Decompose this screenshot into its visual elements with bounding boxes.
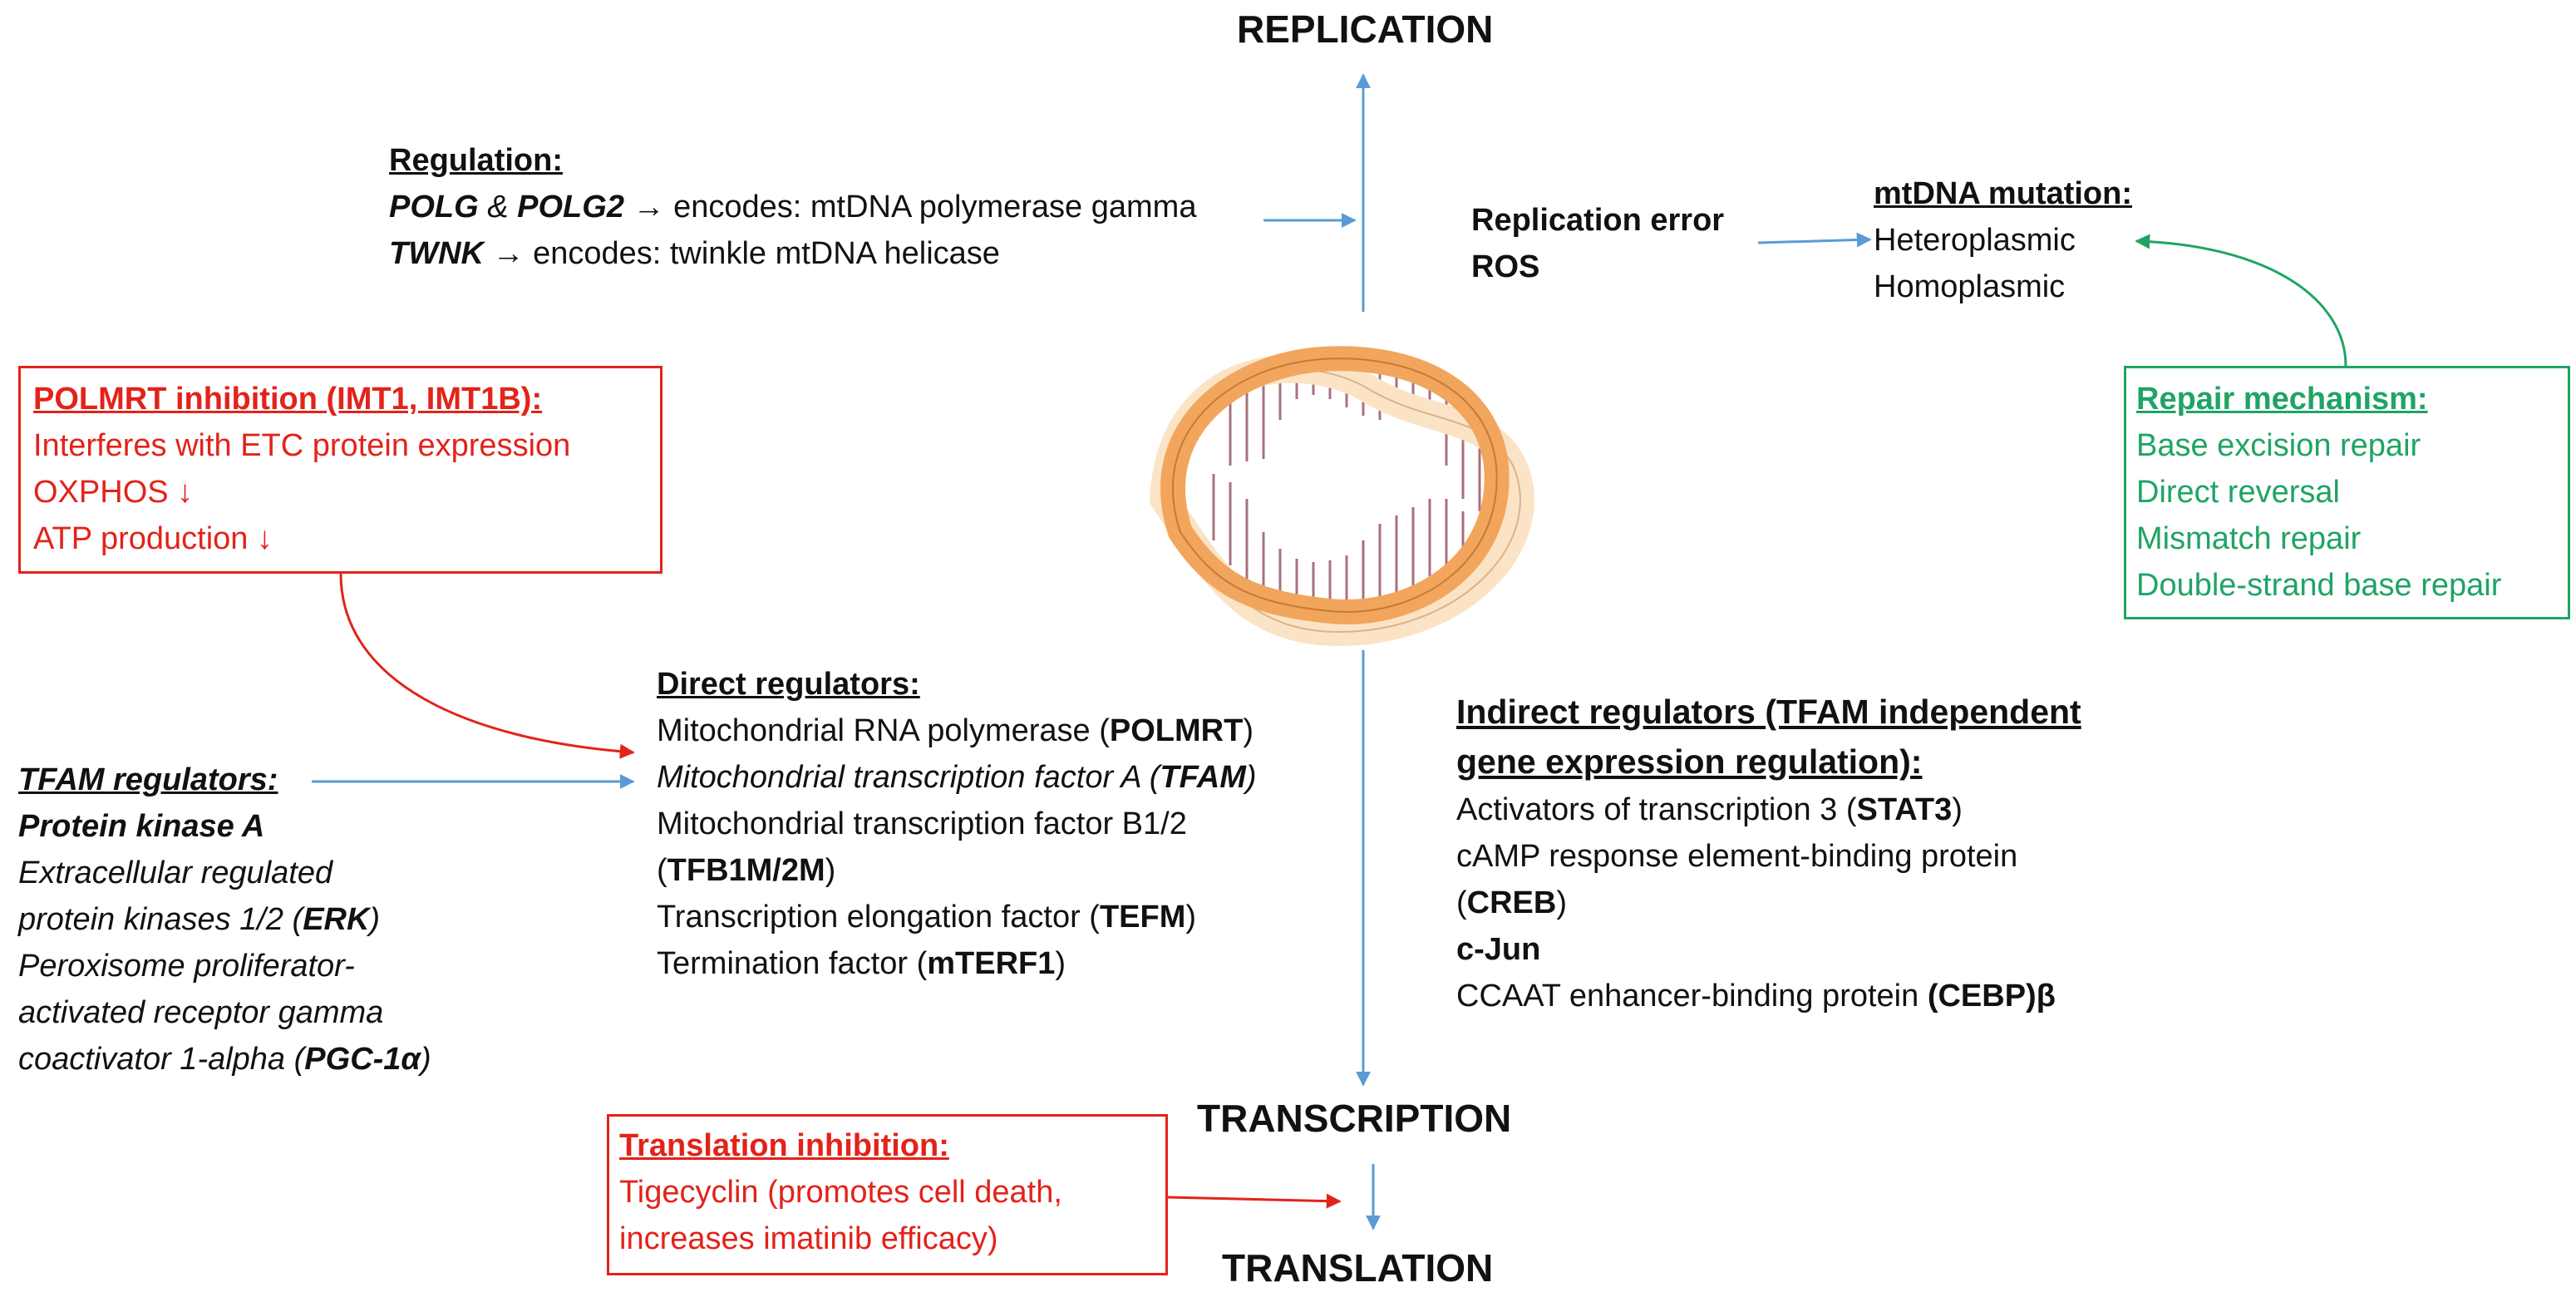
polmrt-inhibition-block: POLMRT inhibition (IMT1, IMT1B): Interfe…: [33, 376, 570, 562]
repair-item: Base excision repair: [2136, 428, 2421, 463]
paren-close: ): [1243, 713, 1254, 748]
erk-text: protein kinases 1/2 (: [18, 902, 303, 937]
indirect-regulator-cjun: c-Jun: [1456, 932, 1541, 967]
mtdna-mutation-title: mtDNA mutation:: [1874, 176, 2132, 211]
creb-abbrev: CREB: [1466, 885, 1557, 920]
polmrt-text: Mitochondrial RNA polymerase (: [657, 713, 1110, 748]
translation-inhibition-item: increases imatinib efficacy): [619, 1221, 998, 1256]
paren-close: ): [1185, 900, 1197, 935]
translation-inhibition-item: Tigecyclin (promotes cell death,: [619, 1175, 1062, 1210]
arrow-polmrt-inhibition: [339, 573, 635, 759]
tfam-regulators-block: TFAM regulators: Protein kinase A Extrac…: [18, 757, 431, 1083]
cebp-abbrev: (CEBP)β: [1927, 979, 2056, 1013]
indirect-regulator-creb-abbrev: (CREB): [1456, 880, 2081, 926]
erk-abbrev: ERK: [303, 902, 370, 937]
direct-regulator-polmrt: Mitochondrial RNA polymerase (POLMRT): [657, 708, 1257, 754]
mutation-item: Homoplasmic: [1874, 269, 2066, 304]
tfam-regulator-pka: Protein kinase A: [18, 809, 265, 844]
repair-mechanism-box: [2124, 366, 2570, 619]
indirect-regulator-cebp: CCAAT enhancer-binding protein (CEBP)β: [1456, 973, 2081, 1019]
replication-heading: REPLICATION: [1237, 7, 1494, 51]
stat3-text: Activators of transcription 3 (: [1456, 792, 1857, 827]
repair-item: Direct reversal: [2136, 475, 2340, 510]
polmrt-effect-item: Interferes with ETC protein expression: [33, 428, 571, 463]
tfam-regulator-pgc-2: activated receptor gamma: [18, 995, 384, 1030]
paren-close: ): [825, 853, 836, 888]
tfam-regulator-erk-2: protein kinases 1/2 (ERK): [18, 896, 431, 943]
arrow-translation-inhibition: [1167, 1193, 1342, 1209]
gene-twnk: TWNK: [389, 236, 484, 271]
tfb-abbrev: TFB1M/2M: [667, 853, 825, 888]
paren-open: (: [1456, 885, 1467, 920]
tfam-regulator-pgc-1: Peroxisome proliferator-: [18, 949, 355, 984]
replication-error-label: Replication error: [1471, 203, 1725, 238]
direct-regulator-mterf1: Termination factor (mTERF1): [657, 940, 1257, 987]
polmrt-abbrev: POLMRT: [1109, 713, 1244, 748]
pgc-text: coactivator 1-alpha (: [18, 1042, 305, 1077]
direct-regulator-tefm: Transcription elongation factor (TEFM): [657, 894, 1257, 940]
repair-item: Mismatch repair: [2136, 521, 2362, 556]
tefm-abbrev: TEFM: [1099, 900, 1186, 935]
paren-close: ): [1952, 792, 1963, 827]
translation-heading: TRANSLATION: [1222, 1246, 1494, 1290]
polg-encodes-text: → encodes: mtDNA polymerase gamma: [623, 190, 1197, 224]
regulation-block: Regulation: POLG & POLG2 → encodes: mtDN…: [389, 137, 1196, 277]
tefm-text: Transcription elongation factor (: [657, 900, 1100, 935]
regulation-twnk-line: TWNK → encodes: twinkle mtDNA helicase: [389, 230, 1196, 277]
arrow-error-to-mutation: [1757, 232, 1872, 248]
direct-regulator-tfam: Mitochondrial transcription factor A (TF…: [657, 754, 1257, 801]
paren-close: ): [1556, 885, 1567, 920]
repair-item: Double-strand base repair: [2136, 568, 2502, 603]
transcription-heading: TRANSCRIPTION: [1197, 1097, 1512, 1140]
repair-mechanism-title: Repair mechanism:: [2136, 382, 2428, 417]
mutation-item: Heteroplasmic: [1874, 223, 2076, 258]
translation-inhibition-box: [607, 1114, 1168, 1275]
arrow-repair-to-mutation: [2135, 234, 2347, 367]
polmrt-inhibition-title: POLMRT inhibition (IMT1, IMT1B):: [33, 382, 543, 417]
indirect-regulators-block: Indirect regulators (TFAM independent ge…: [1456, 687, 2081, 1019]
repair-mechanism-block: Repair mechanism: Base excision repair D…: [2136, 376, 2501, 609]
stat3-abbrev: STAT3: [1856, 792, 1953, 827]
translation-inhibition-block: Translation inhibition: Tigecyclin (prom…: [619, 1122, 1062, 1262]
mterf1-text: Termination factor (: [657, 946, 928, 981]
translation-inhibition-title: Translation inhibition:: [619, 1128, 949, 1163]
pgc-abbrev: PGC-1α: [304, 1042, 421, 1077]
indirect-regulators-title-2: gene expression regulation):: [1456, 742, 1923, 781]
twnk-encodes-text: → encodes: twinkle mtDNA helicase: [483, 236, 1000, 271]
ros-label: ROS: [1471, 249, 1540, 284]
mterf1-abbrev: mTERF1: [927, 946, 1056, 981]
tfam-regulator-pgc-3: coactivator 1-alpha (PGC-1α): [18, 1036, 431, 1083]
polmrt-effect-item: OXPHOS ↓: [33, 475, 194, 510]
tfam-regulator-erk-1: Extracellular regulated: [18, 856, 333, 890]
regulation-polg-line: POLG & POLG2 → encodes: mtDNA polymerase…: [389, 184, 1196, 230]
direct-regulators-block: Direct regulators: Mitochondrial RNA pol…: [657, 661, 1257, 987]
tfam-text: Mitochondrial transcription factor A (: [657, 760, 1160, 795]
indirect-regulators-title: Indirect regulators (TFAM independent: [1456, 693, 2081, 731]
direct-regulators-title: Direct regulators:: [657, 667, 920, 702]
indirect-regulator-stat3: Activators of transcription 3 (STAT3): [1456, 787, 2081, 833]
gene-polg: POLG: [389, 190, 479, 224]
polmrt-inhibition-box: [18, 366, 662, 574]
paren-open: (: [657, 853, 667, 888]
tfam-regulators-title: TFAM regulators:: [18, 762, 278, 797]
regulation-title: Regulation:: [389, 143, 563, 178]
cebp-text: CCAAT enhancer-binding protein: [1456, 979, 1928, 1013]
gene-polg2: POLG2: [517, 190, 624, 224]
amp-text: &: [478, 190, 518, 224]
replication-error-block: Replication error ROS: [1471, 197, 1724, 290]
direct-regulator-tfb: Mitochondrial transcription factor B1/2: [657, 806, 1187, 841]
paren-close: ): [1245, 760, 1257, 795]
mtdna-illustration: [1150, 346, 1534, 646]
mtdna-mutation-block: mtDNA mutation: Heteroplasmic Homoplasmi…: [1874, 170, 2132, 310]
polmrt-effect-item: ATP production ↓: [33, 521, 273, 556]
paren-close: ): [369, 902, 381, 937]
paren-close: ): [421, 1042, 431, 1077]
direct-regulator-tfb-abbrev: (TFB1M/2M): [657, 847, 1257, 894]
paren-close: ): [1055, 946, 1066, 981]
indirect-regulator-creb: cAMP response element-binding protein: [1456, 839, 2018, 874]
tfam-abbrev: TFAM: [1160, 760, 1246, 795]
